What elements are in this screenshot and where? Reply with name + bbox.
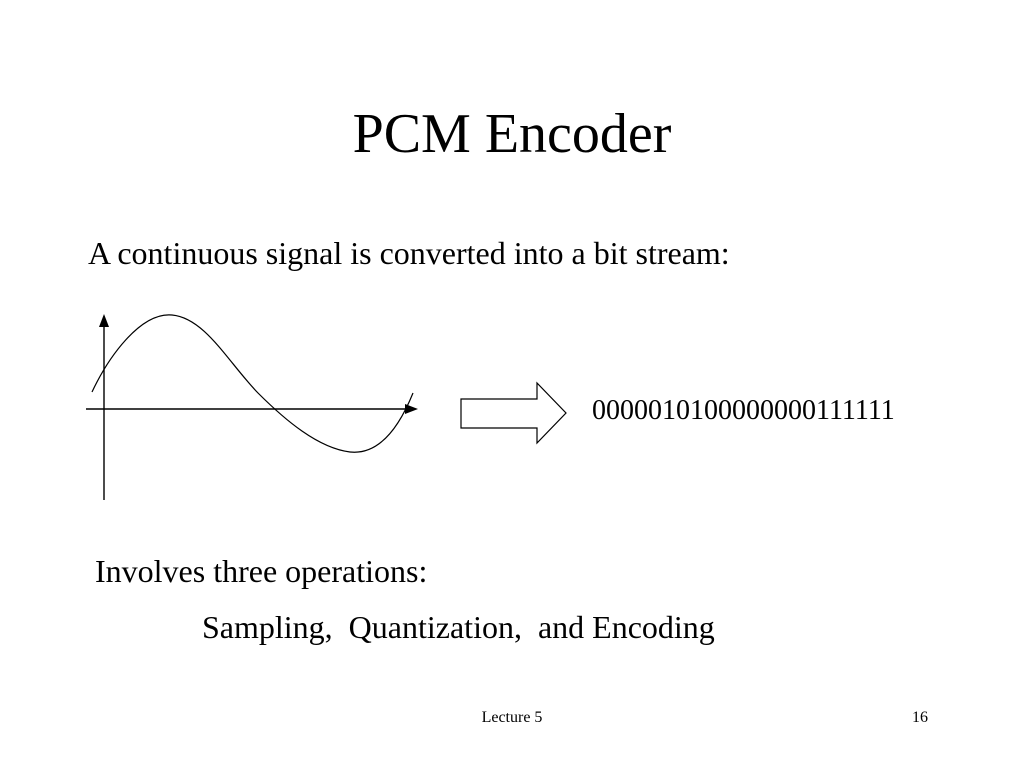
sine-wave-graph-icon bbox=[86, 314, 418, 500]
right-arrow-icon bbox=[460, 381, 567, 445]
signal-curve bbox=[91, 314, 414, 453]
x-axis-arrowhead bbox=[405, 404, 418, 414]
bit-stream: 0000010100000000111111 bbox=[592, 395, 895, 426]
y-axis-arrowhead bbox=[99, 314, 109, 327]
operations-list: Sampling, Quantization, and Encoding bbox=[202, 609, 715, 645]
operations-heading: Involves three operations: bbox=[95, 553, 428, 589]
intro-text: A continuous signal is converted into a … bbox=[88, 235, 730, 271]
slide-title: PCM Encoder bbox=[352, 103, 672, 165]
footer-lecture: Lecture 5 bbox=[481, 709, 543, 726]
footer-page-number: 16 bbox=[912, 709, 928, 726]
